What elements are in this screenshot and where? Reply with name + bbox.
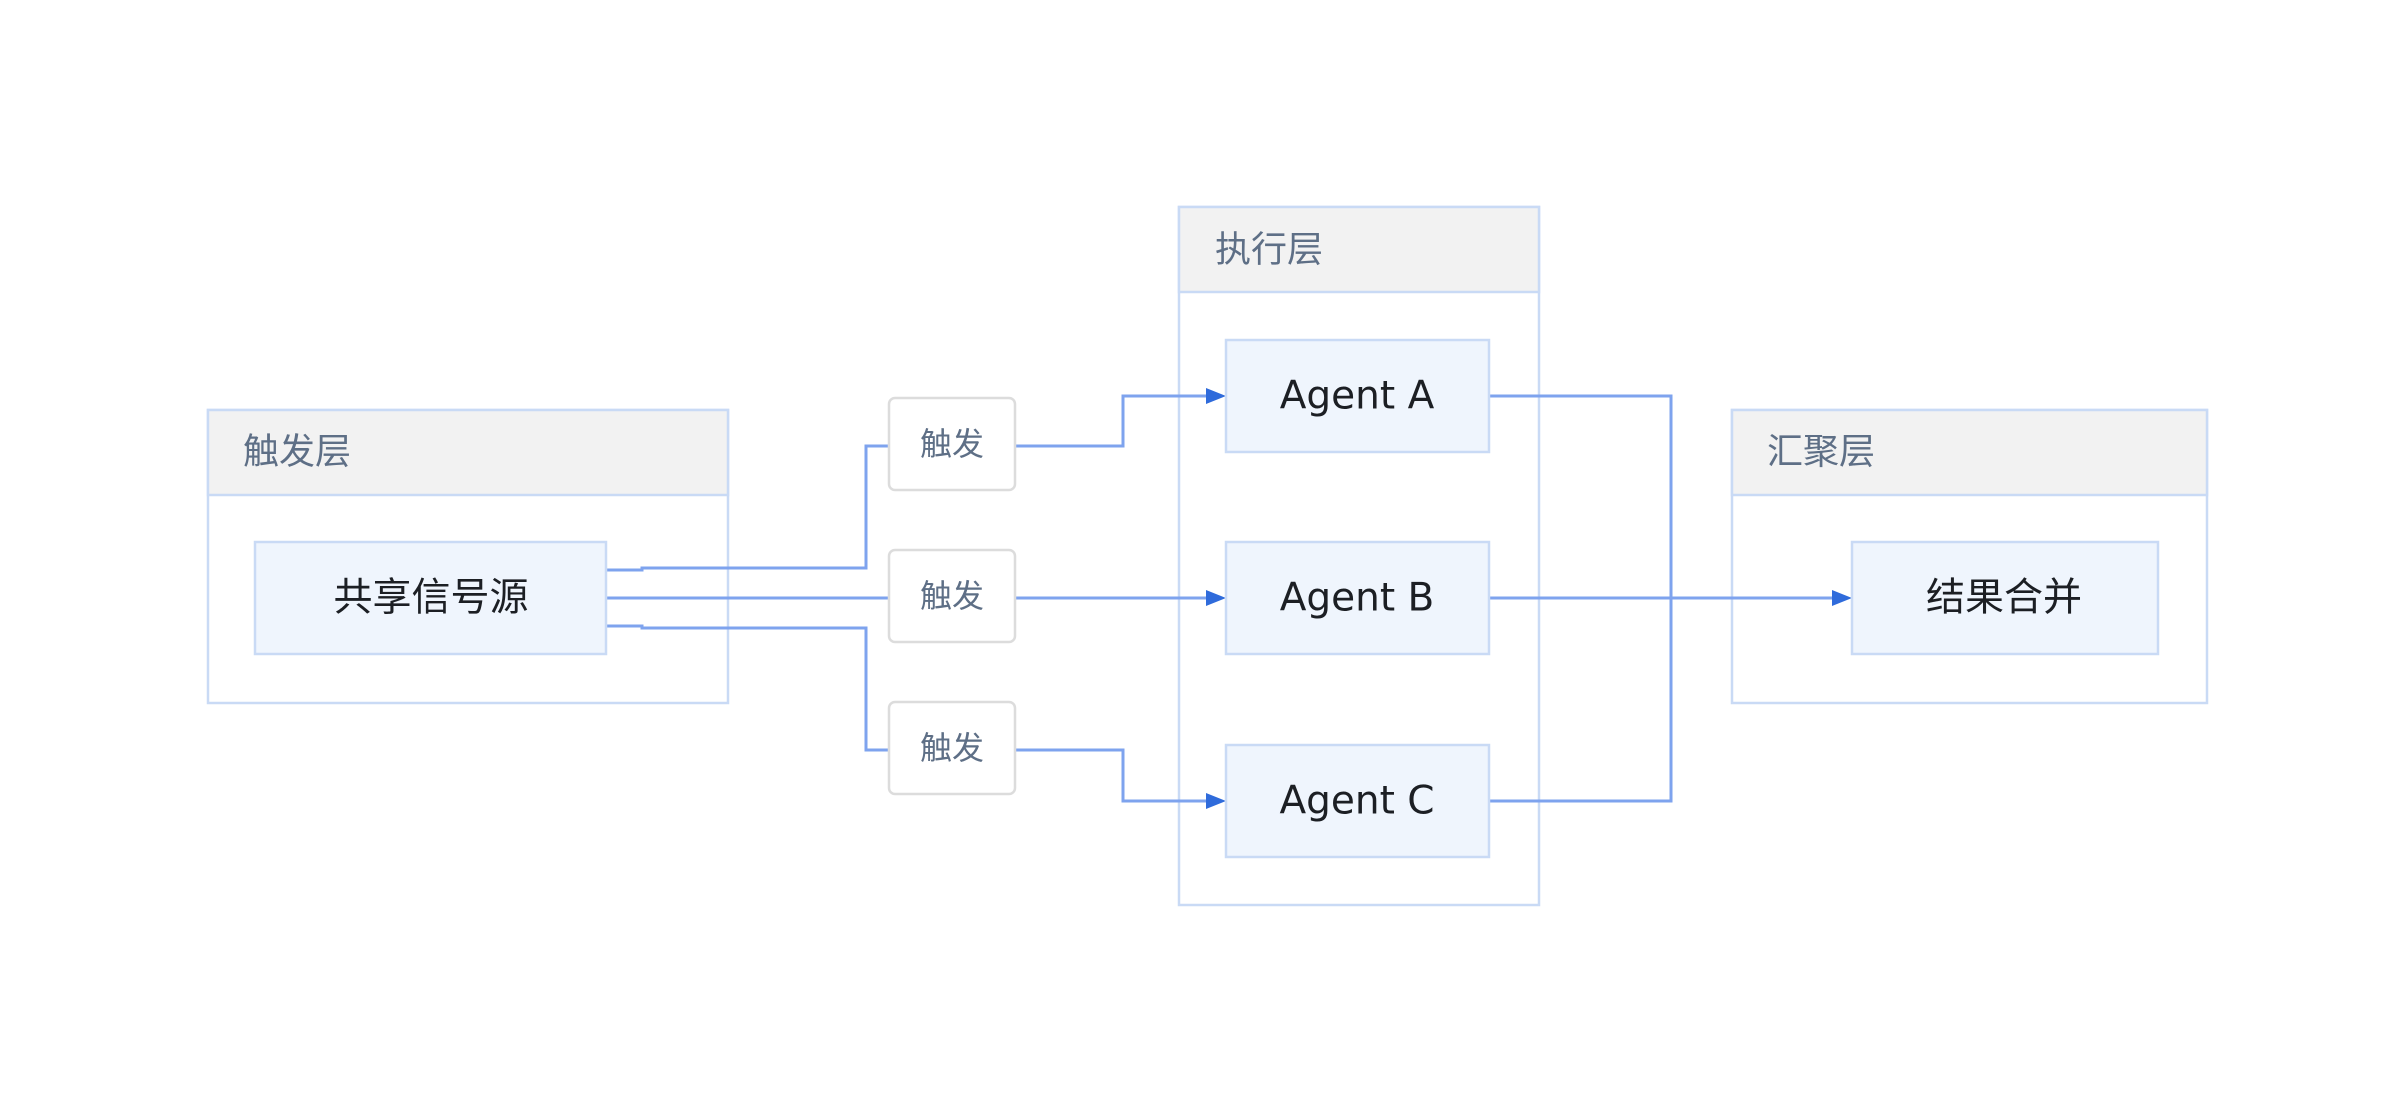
- edge-label-text: 触发: [920, 577, 984, 615]
- node-agent-b[interactable]: Agent B: [1224, 540, 1491, 656]
- edge-label-trigger-a: 触发: [887, 396, 1017, 492]
- node-agent-b-box[interactable]: [1224, 540, 1491, 656]
- arrowhead-agent-a: [1206, 388, 1226, 404]
- edge-label-text: 触发: [920, 729, 984, 767]
- node-source-label: 共享信号源: [333, 576, 528, 621]
- edge-label-trigger-c: 触发: [887, 700, 1017, 796]
- arrowhead-result: [1832, 590, 1852, 606]
- node-agent-a-label: Agent A: [1280, 374, 1435, 419]
- edge-labels: 触发 触发 触发: [887, 396, 1017, 796]
- node-agent-c-label: Agent C: [1279, 779, 1434, 824]
- edge-label-trigger-b: 触发: [887, 548, 1017, 644]
- node-agent-b-label: Agent B: [1280, 576, 1435, 621]
- node-agent-a-box[interactable]: [1224, 338, 1491, 454]
- arrowhead-agent-b: [1206, 590, 1226, 606]
- edge-agent-c-to-result: [1490, 596, 1840, 803]
- node-source[interactable]: 共享信号源: [253, 540, 608, 656]
- edge-source-to-agent-a: [607, 394, 1208, 572]
- arrowhead-agent-c: [1206, 793, 1226, 809]
- group-merge-title: 汇聚层: [1767, 432, 1875, 473]
- node-agent-a[interactable]: Agent A: [1224, 338, 1491, 454]
- node-result[interactable]: 结果合并: [1850, 540, 2160, 656]
- group-execution-title: 执行层: [1215, 230, 1323, 271]
- edges: [607, 388, 1852, 809]
- edge-label-text: 触发: [920, 425, 984, 463]
- edge-label-box: [887, 548, 1017, 644]
- group-merge-header: [1730, 408, 2209, 497]
- node-agent-c[interactable]: Agent C: [1224, 743, 1491, 859]
- node-agent-c-box[interactable]: [1224, 743, 1491, 859]
- group-execution-header: [1177, 205, 1541, 294]
- group-trigger-title: 触发层: [243, 432, 351, 473]
- node-result-box[interactable]: [1850, 540, 2160, 656]
- edge-source-to-agent-c: [607, 624, 1208, 803]
- group-trigger-header: [206, 408, 730, 497]
- node-result-label: 结果合并: [1926, 576, 2082, 621]
- edge-label-box: [887, 396, 1017, 492]
- edge-label-box: [887, 700, 1017, 796]
- node-source-box[interactable]: [253, 540, 608, 656]
